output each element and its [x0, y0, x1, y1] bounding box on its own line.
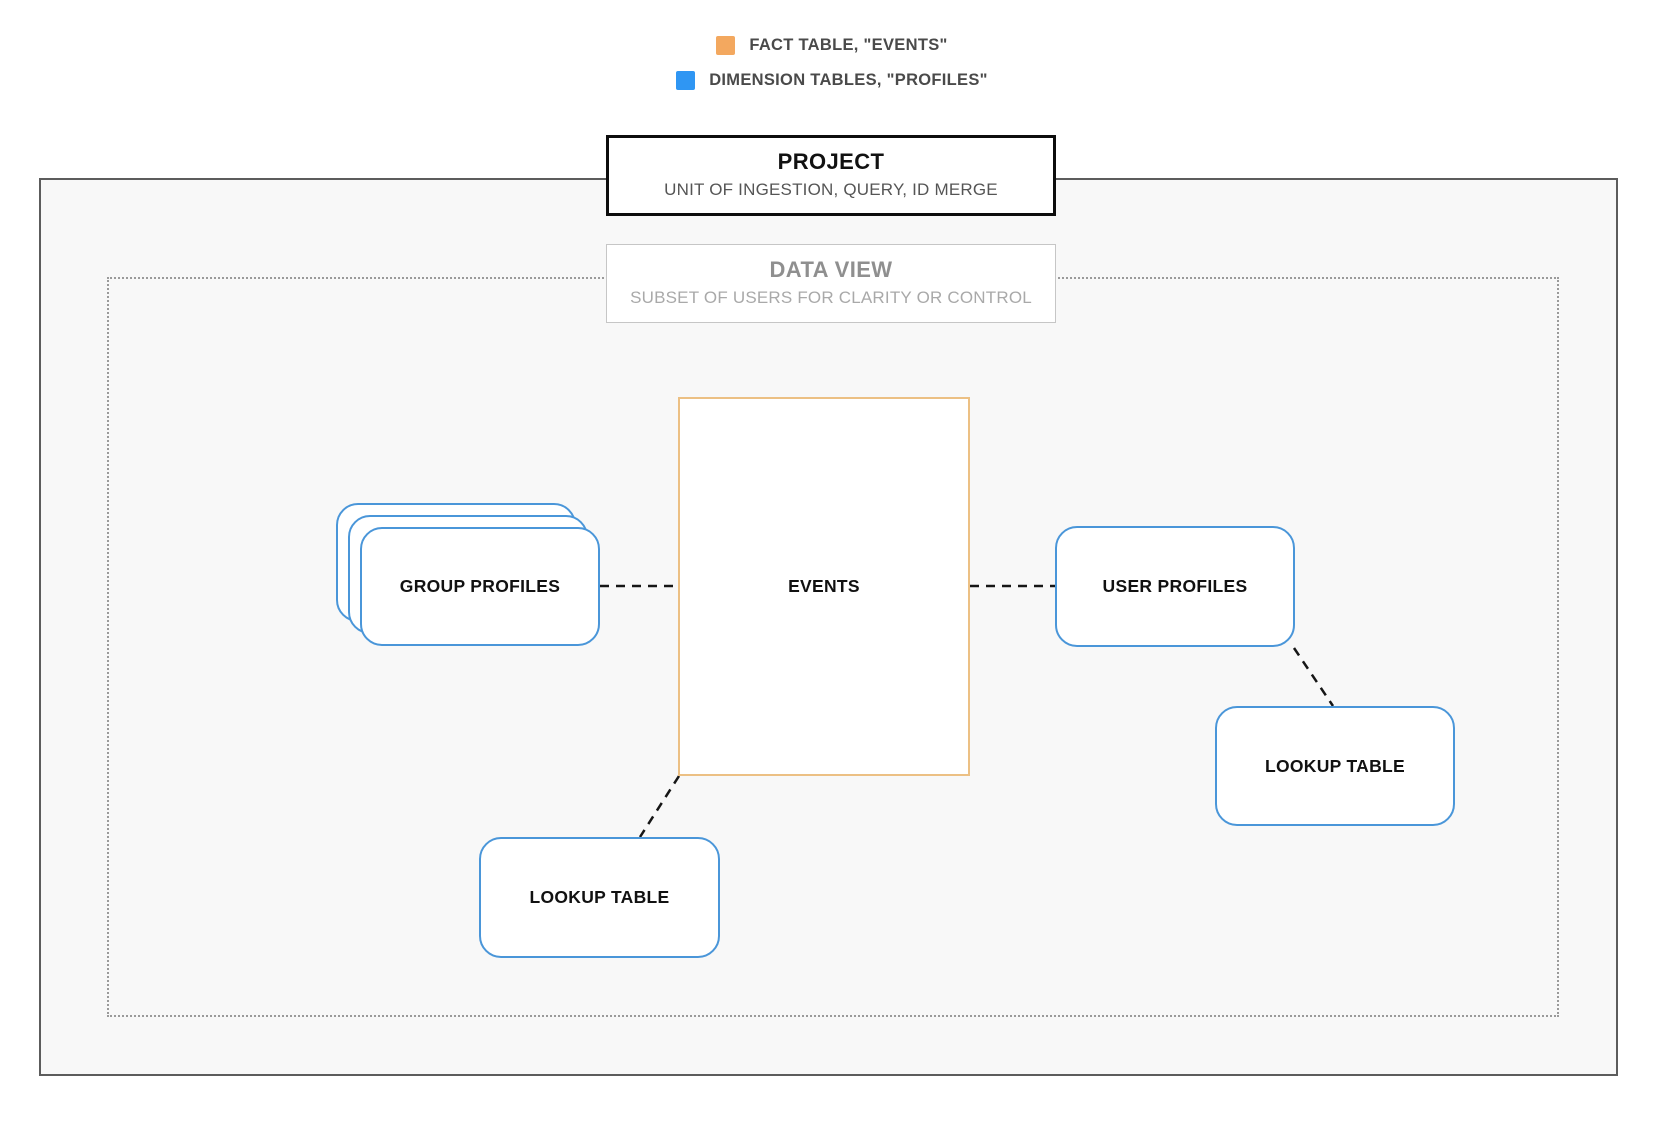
data-view-title: DATA VIEW — [769, 257, 893, 282]
project-subtitle: UNIT OF INGESTION, QUERY, ID MERGE — [664, 180, 998, 199]
dimension-table-swatch-icon — [676, 71, 696, 90]
fact-table-swatch-icon — [716, 36, 736, 55]
node-lookup-table-bottom: LOOKUP TABLE — [479, 837, 720, 958]
node-user-profiles-label: USER PROFILES — [1102, 576, 1248, 596]
node-lookup-table-right-label: LOOKUP TABLE — [1264, 755, 1406, 776]
legend-row-dimension: DIMENSION TABLES, "PROFILES" — [0, 71, 1664, 90]
group-profiles-card-front: GROUP PROFILES — [360, 527, 600, 646]
node-events-label: EVENTS — [788, 576, 860, 596]
node-user-profiles: USER PROFILES — [1055, 526, 1295, 647]
project-title-box: PROJECT UNIT OF INGESTION, QUERY, ID MER… — [606, 135, 1056, 216]
node-lookup-table-bottom-label: LOOKUP TABLE — [529, 887, 670, 907]
node-events: EVENTS — [678, 397, 970, 776]
legend-row-fact: FACT TABLE, "EVENTS" — [0, 36, 1664, 55]
node-lookup-table-right: LOOKUP TABLE — [1215, 706, 1455, 826]
data-view-subtitle: SUBSET OF USERS FOR CLARITY OR CONTROL — [630, 288, 1032, 307]
legend-label-fact: FACT TABLE, "EVENTS" — [749, 36, 948, 54]
legend-label-dimension: DIMENSION TABLES, "PROFILES" — [709, 71, 988, 89]
project-title: PROJECT — [777, 149, 885, 174]
node-group-profiles-label: GROUP PROFILES — [399, 576, 561, 596]
data-view-title-box: DATA VIEW SUBSET OF USERS FOR CLARITY OR… — [606, 244, 1056, 323]
node-group-profiles: GROUP PROFILES — [336, 503, 600, 646]
